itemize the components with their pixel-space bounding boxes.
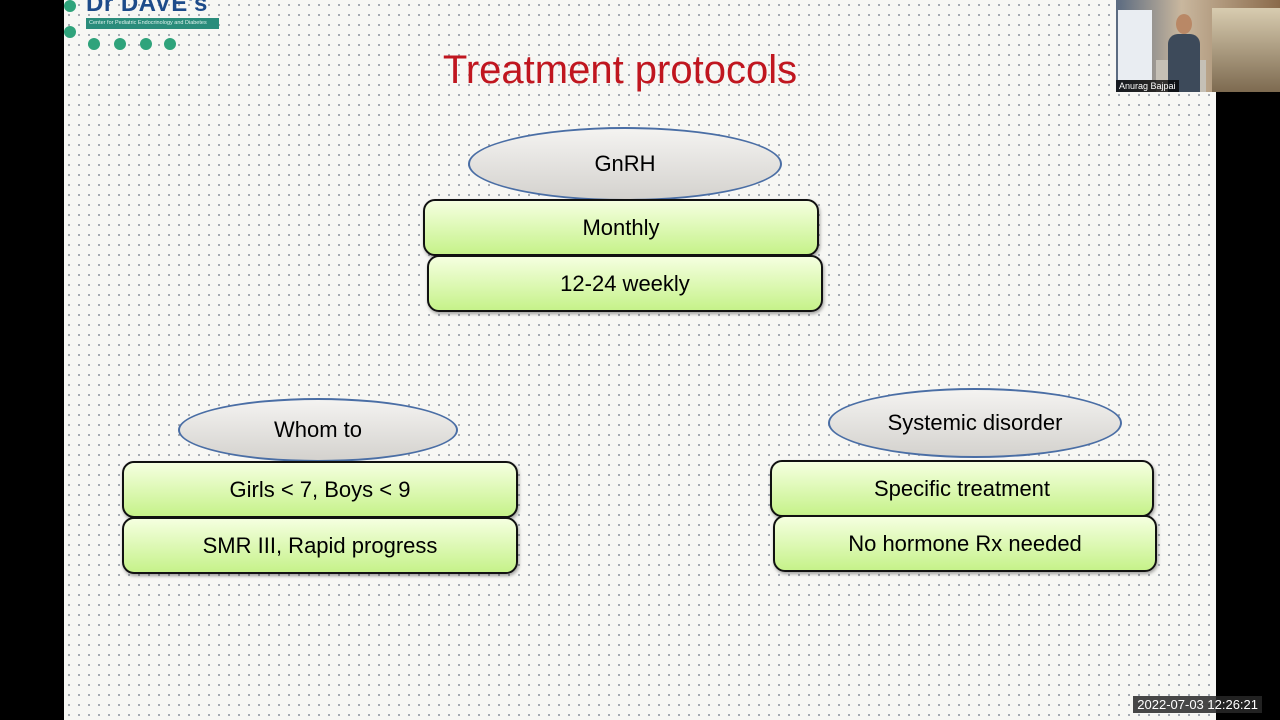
whom-to-oval: Whom to [178,398,458,462]
logo-dot-icon [88,38,100,50]
gnrh-monthly-box: Monthly [423,199,819,256]
logo-dot-icon [114,38,126,50]
gnrh-weekly-box: 12-24 weekly [427,255,823,312]
logo-name: Dr DAVE's [86,0,208,17]
slide-title: Treatment protocols [442,48,798,92]
event-banner [1118,10,1152,80]
logo-dot-icon [64,0,76,12]
specific-treatment-box: Specific treatment [770,460,1154,517]
recording-timestamp: 2022-07-03 12:26:21 [1133,696,1262,713]
backdrop [1212,8,1280,92]
dr-daves-logo: Dr DAVE's Center for Pediatric Endocrino… [64,0,224,56]
logo-dot-icon [140,38,152,50]
logo-subtitle: Center for Pediatric Endocrinology and D… [86,18,219,29]
logo-dot-icon [164,38,176,50]
systemic-disorder-oval: Systemic disorder [828,388,1122,458]
presentation-slide: Dr DAVE's Center for Pediatric Endocrino… [64,0,1216,720]
smr-criteria-box: SMR III, Rapid progress [122,517,518,574]
age-criteria-box: Girls < 7, Boys < 9 [122,461,518,518]
gnrh-oval: GnRH [468,127,782,201]
speaker-head [1176,14,1192,34]
speaker-name-label: Anurag Bajpai [1116,80,1179,92]
speaker-webcam-thumbnail[interactable]: Anurag Bajpai [1116,0,1280,92]
logo-dot-icon [64,26,76,38]
no-hormone-box: No hormone Rx needed [773,515,1157,572]
